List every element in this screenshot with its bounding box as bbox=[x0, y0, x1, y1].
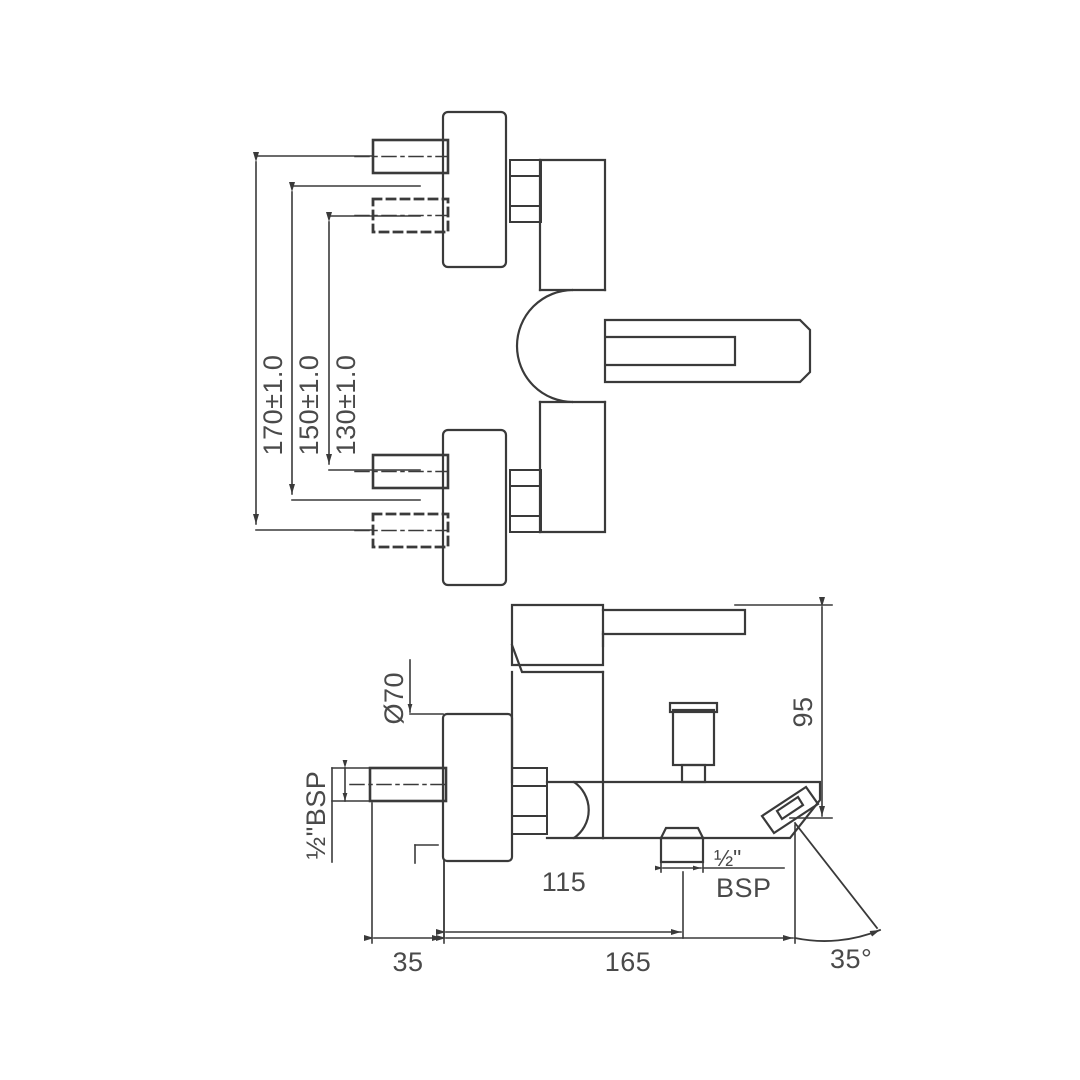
mixer-body-front bbox=[515, 158, 607, 534]
label-d70: Ø70 bbox=[379, 672, 409, 725]
dim-35deg bbox=[793, 821, 882, 942]
label-35: 35 bbox=[392, 947, 423, 977]
label-130: 130±1.0 bbox=[331, 355, 361, 456]
diverter-handle bbox=[760, 785, 820, 835]
label-115: 115 bbox=[542, 867, 587, 897]
dim-130 bbox=[326, 212, 421, 471]
upper-hex-nut bbox=[509, 159, 542, 223]
top-view-geometry bbox=[354, 110, 812, 587]
escutcheon-side bbox=[441, 712, 514, 863]
label-outlet-bsp: BSP bbox=[716, 873, 772, 903]
dim-half-bsp bbox=[331, 760, 373, 863]
shower-outlet-stub bbox=[668, 701, 719, 784]
lever-handle-side bbox=[510, 603, 747, 674]
label-35deg: 35° bbox=[830, 944, 872, 974]
dim-d70 bbox=[407, 659, 444, 715]
label-165: 165 bbox=[605, 947, 652, 977]
hex-nut-side bbox=[511, 767, 548, 835]
label-95: 95 bbox=[788, 696, 818, 727]
top-view-dimensions bbox=[253, 152, 421, 531]
lever-handle-front bbox=[603, 318, 812, 384]
dimension-labels: 170±1.0 150±1.0 130±1.0 Ø70 95 ½"BSP ½" … bbox=[258, 355, 872, 977]
dim-95 bbox=[734, 597, 833, 819]
side-view-dimensions bbox=[331, 597, 882, 944]
label-150: 150±1.0 bbox=[294, 355, 324, 456]
side-view-geometry bbox=[349, 603, 822, 864]
dim-outlet-bsp bbox=[655, 861, 785, 873]
label-outlet-half: ½" bbox=[714, 845, 741, 871]
dim-150 bbox=[289, 182, 421, 501]
upper-escutcheon bbox=[441, 110, 508, 269]
inlet-pipe-side bbox=[349, 766, 449, 803]
escutcheon-tick bbox=[414, 844, 439, 864]
label-inlet-bsp: ½"BSP bbox=[301, 771, 331, 860]
dim-baseline bbox=[364, 802, 796, 944]
bath-outlet-stub bbox=[659, 826, 705, 864]
lower-hex-nut bbox=[509, 469, 542, 533]
lower-inlet-pipe bbox=[354, 453, 450, 490]
label-170: 170±1.0 bbox=[258, 355, 288, 456]
dim-170 bbox=[253, 152, 374, 531]
lower-escutcheon bbox=[441, 428, 508, 587]
